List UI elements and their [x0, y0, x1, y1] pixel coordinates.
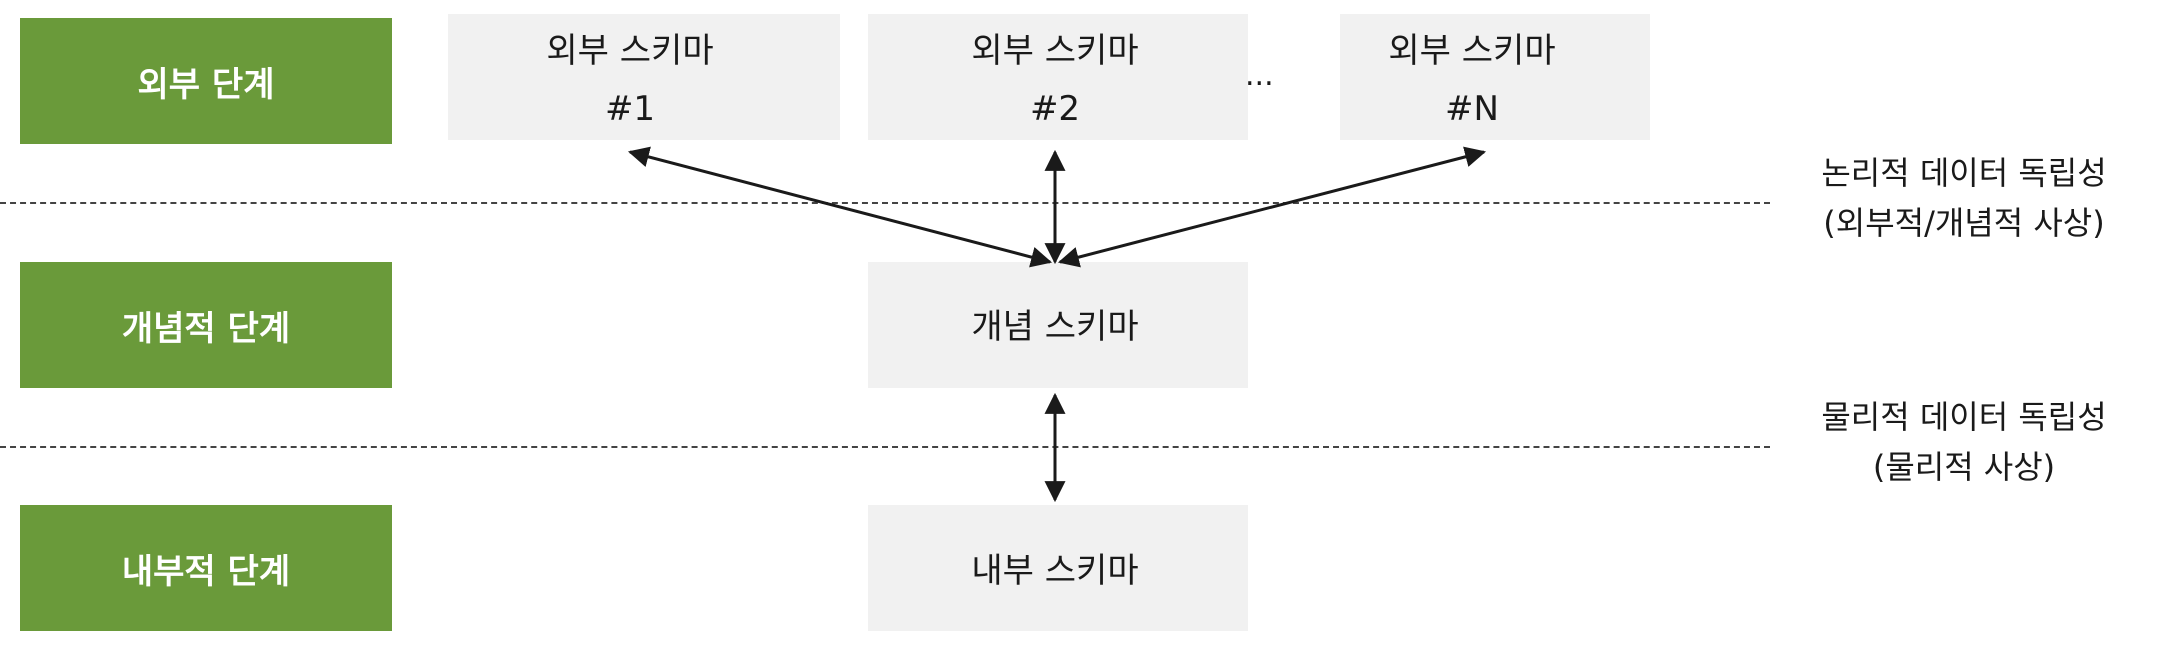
external-schema-2: 외부 스키마 #2 [905, 22, 1205, 138]
logical-independence-title: 논리적 데이터 독립성 [1821, 154, 2107, 192]
physical-boundary-line [0, 446, 1770, 448]
internal-schema-box [868, 505, 1248, 631]
physical-independence-note: 물리적 데이터 독립성 (물리적 사상) [1772, 392, 2156, 492]
conceptual-level-label: 개념적 단계 [20, 262, 392, 388]
external-level-label: 외부 단계 [20, 18, 392, 144]
internal-schema: 내부 스키마 [971, 551, 1139, 591]
ellipsis: ... [1245, 58, 1274, 93]
external-schema-1: 외부 스키마 #1 [480, 22, 780, 138]
arrow-external-1-to-conceptual [627, 146, 1053, 268]
arrow-external-n-to-conceptual [1057, 146, 1487, 268]
external-schema-n-name: 외부 스키마 [1388, 31, 1556, 71]
conceptual-schema-box [868, 262, 1248, 388]
external-schema-1-id: #1 [604, 89, 656, 129]
conceptual-schema: 개념 스키마 [971, 307, 1139, 347]
logical-independence-subtitle: (외부적/개념적 사상) [1823, 204, 2105, 242]
physical-independence-subtitle: (물리적 사상) [1872, 448, 2056, 486]
external-schema-box-n [1340, 14, 1650, 140]
external-schema-2-id: #2 [1029, 89, 1081, 129]
logical-independence-note: 논리적 데이터 독립성 (외부적/개념적 사상) [1772, 148, 2156, 248]
physical-independence-title: 물리적 데이터 독립성 [1821, 398, 2107, 436]
external-schema-box-2 [868, 14, 1248, 140]
external-schema-n: 외부 스키마 #N [1322, 22, 1622, 138]
external-schema-box-1 [448, 14, 840, 140]
external-schema-2-name: 외부 스키마 [971, 31, 1139, 71]
external-schema-n-id: #N [1445, 89, 1499, 129]
internal-level-label: 내부적 단계 [20, 505, 392, 631]
external-schema-1-name: 외부 스키마 [546, 31, 714, 71]
